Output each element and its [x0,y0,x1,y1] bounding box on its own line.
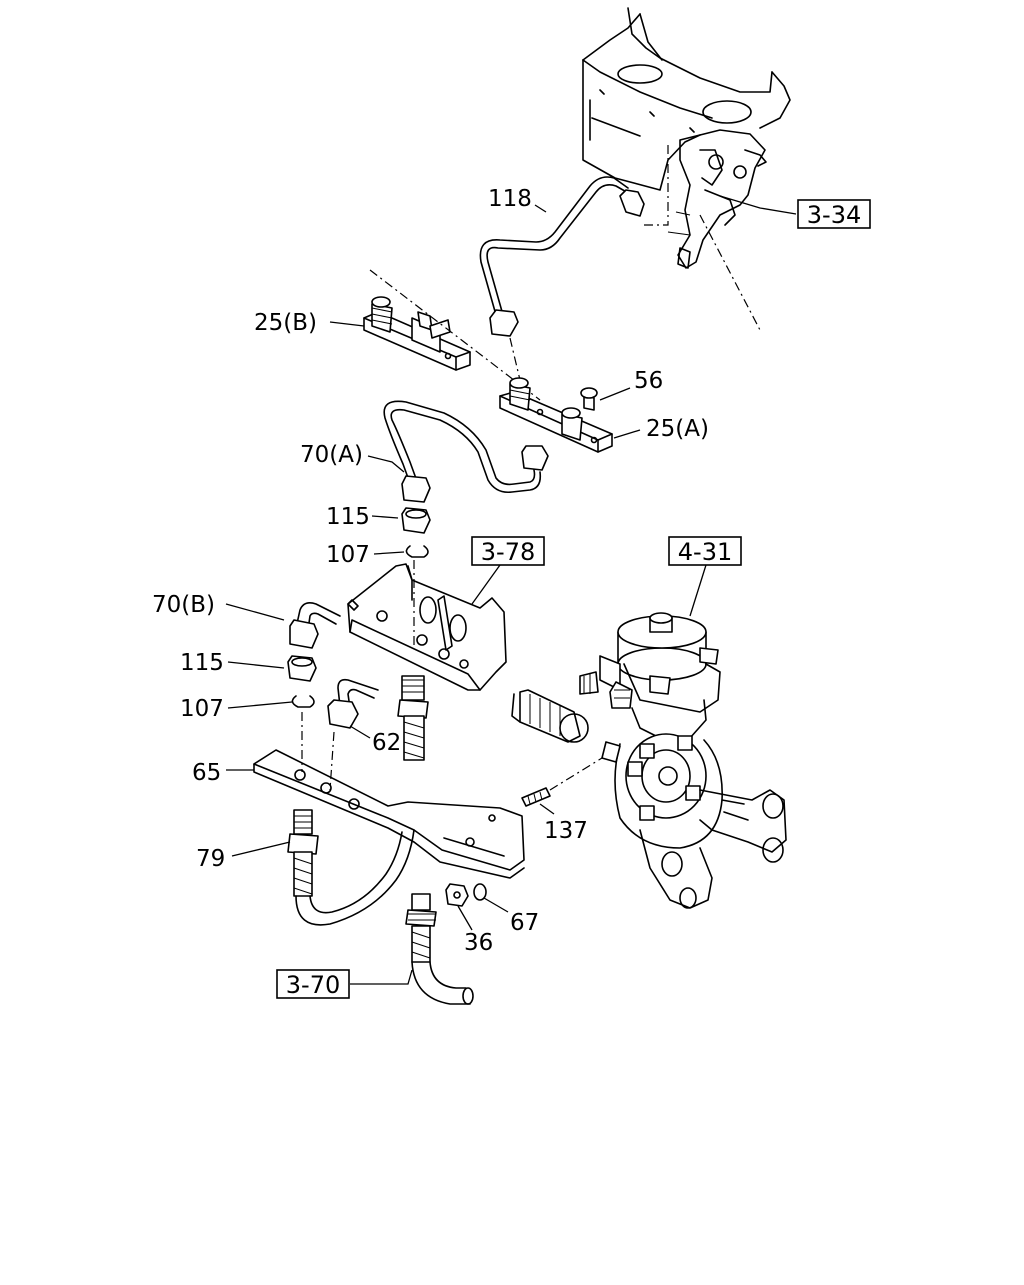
nut-36 [445,883,469,907]
callout-56: 56 [634,368,663,394]
mounting-bracket-3-78 [347,563,507,691]
callout-107-upper: 107 [326,542,370,568]
callout-67: 67 [510,910,539,936]
reference-4-31-label: 4-31 [678,538,732,566]
flexible-hose-79 [287,809,415,926]
callout-137: 137 [544,818,588,844]
callout-115-upper: 115 [326,504,370,530]
hose-fitting-lower [405,893,474,1005]
callout-118: 118 [488,186,532,212]
callout-25b: 25(B) [254,310,317,336]
brake-pipe-70b [289,602,341,649]
reference-3-34[interactable]: 3-34 [797,199,871,229]
brake-pipe-118 [479,176,645,381]
reference-boxes: 3-34 3-78 4-31 3-70 [276,199,871,999]
pedal-bracket-assembly [582,7,791,331]
callout-25a: 25(A) [646,416,709,442]
stud-137 [521,757,603,807]
reference-3-78[interactable]: 3-78 [471,536,545,566]
reference-3-34-label: 3-34 [807,201,861,229]
hose-fitting-upper [397,675,429,761]
nut-115-lower [287,655,317,682]
washer-107-lower [291,695,315,708]
callout-115-lower: 115 [180,650,224,676]
callout-65: 65 [192,760,221,786]
callout-36: 36 [464,930,493,956]
washer-107-upper [405,545,429,558]
callout-70a: 70(A) [300,442,363,468]
reference-3-78-label: 3-78 [481,538,535,566]
bracket-25a [499,377,613,453]
washer-67 [473,883,487,901]
callout-62: 62 [372,730,401,756]
callout-70b: 70(B) [152,592,215,618]
callout-107-lower: 107 [180,696,224,722]
leader-lines [225,195,797,985]
reference-3-70[interactable]: 3-70 [276,969,350,999]
brake-valve-assembly-4-31 [511,612,787,909]
callout-79: 79 [196,846,225,872]
nut-115-upper [401,507,431,534]
callout-labels: 118 25(B) 56 25(A) 70(A) 115 107 70(B) 1… [152,186,709,956]
brake-pipe-62 [327,678,379,791]
brake-pipe-70a [383,400,549,503]
bracket-25b [363,269,541,401]
plate-65 [253,749,525,879]
reference-3-70-label: 3-70 [286,971,340,999]
reference-4-31[interactable]: 4-31 [668,536,742,566]
